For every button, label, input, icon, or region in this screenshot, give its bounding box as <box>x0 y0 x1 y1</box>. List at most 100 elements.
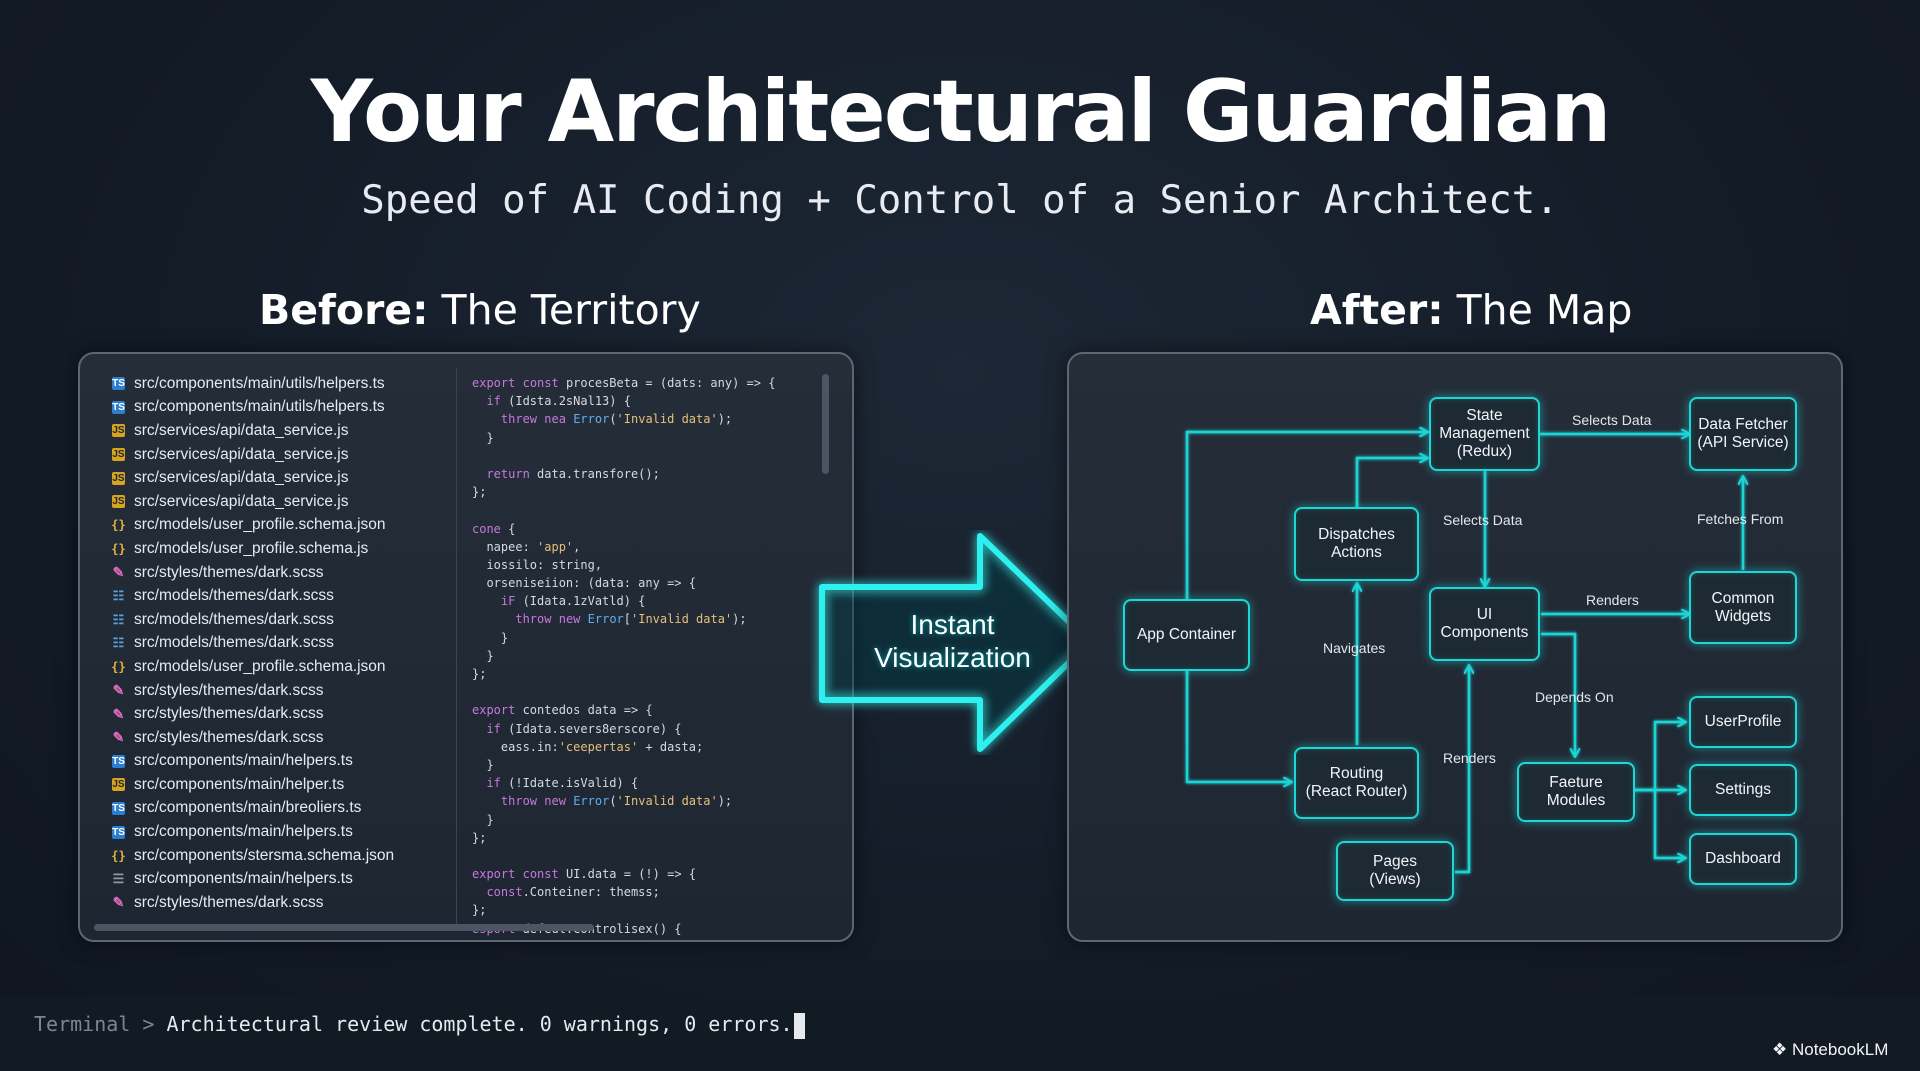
vertical-scrollbar[interactable] <box>822 374 829 474</box>
notebooklm-icon: ❖ <box>1772 1040 1792 1059</box>
file-name: src/components/main/helper.ts <box>134 775 345 793</box>
horizontal-scrollbar[interactable] <box>94 924 594 931</box>
node-data-fetcher[interactable]: Data Fetcher(API Service) <box>1689 397 1797 471</box>
file-row[interactable]: TS src/components/main/helpers.ts <box>112 750 492 774</box>
js-file-icon: JS <box>112 495 125 509</box>
node-settings[interactable]: Settings <box>1689 764 1797 816</box>
node-user-profile[interactable]: UserProfile <box>1689 696 1797 748</box>
file-name: src/components/main/utils/helpers.ts <box>134 398 385 416</box>
code-line: } <box>472 757 494 772</box>
code-line: export contedos data => { <box>472 703 653 718</box>
after-heading: After: The Map <box>1310 286 1632 334</box>
model-file-icon: ☷ <box>112 588 125 604</box>
file-row[interactable]: TS src/components/main/utils/helpers.ts <box>112 372 492 396</box>
node-text: Pages <box>1373 853 1417 870</box>
edge-app-to-state <box>1185 432 1427 600</box>
edge-app-to-routing <box>1185 668 1291 782</box>
file-row[interactable]: JS src/services/api/data_service.js <box>112 490 492 514</box>
file-row[interactable]: ✎src/styles/themes/dark.scss <box>112 679 492 703</box>
code-line: } <box>472 430 494 445</box>
brand-logo: ❖ NotebookLM <box>1772 1040 1888 1060</box>
edge-label-selects-data-mid: Selects Data <box>1443 512 1523 528</box>
file-row[interactable]: JS src/services/api/data_service.js <box>112 419 492 443</box>
node-text: UI <box>1476 606 1493 623</box>
js-file-icon: JS <box>112 471 125 485</box>
code-line: cone { <box>472 521 516 536</box>
code-line: iF (Idata.1zVatld) { <box>500 594 646 609</box>
file-row[interactable]: ✎src/styles/themes/dark.scss <box>112 891 492 915</box>
ts-file-icon: TS <box>112 754 125 768</box>
edge-label-navigates: Navigates <box>1323 640 1386 656</box>
file-name: src/components/main/breoliers.ts <box>134 799 362 817</box>
file-row[interactable]: {}src/components/stersma.schema.json <box>111 844 492 868</box>
file-row[interactable]: JS src/components/main/helper.ts <box>112 773 492 797</box>
code-line: }; <box>472 485 487 500</box>
json-file-icon: {} <box>111 659 126 674</box>
code-line: return data.transfore(); <box>486 466 660 481</box>
code-line: orseniseiion: (data: any => { <box>472 576 696 591</box>
file-row[interactable]: ☷src/models/themes/dark.scss <box>112 584 492 608</box>
file-row[interactable]: {}src/models/user_profile.schema.js <box>111 537 492 561</box>
node-app-container[interactable]: App Container <box>1123 599 1250 671</box>
file-name: src/components/main/helpers.ts <box>134 870 353 888</box>
code-line <box>472 501 772 519</box>
file-name: src/styles/themes/dark.scss <box>134 705 324 723</box>
file-row[interactable]: ☷src/models/themes/dark.scss <box>112 632 492 656</box>
code-line: } <box>472 812 494 827</box>
node-text: Management <box>1439 425 1530 442</box>
file-name: src/services/api/data_service.js <box>134 445 349 463</box>
file-row[interactable]: {} src/models/user_profile.schema.json <box>111 655 492 679</box>
code-line: throw new Error('Invalid data'); <box>500 794 733 809</box>
file-row[interactable]: ✎src/styles/themes/dark.scss <box>112 726 492 750</box>
file-row[interactable]: ☰src/components/main/helpers.ts <box>112 867 492 891</box>
edge-label-fetches-from: Fetches From <box>1697 511 1784 527</box>
file-name: src/styles/themes/dark.scss <box>134 681 324 699</box>
node-text: State <box>1466 407 1503 424</box>
node-text: (API Service) <box>1697 434 1789 451</box>
node-text: Modules <box>1546 792 1606 809</box>
node-text: (React Router) <box>1305 783 1408 800</box>
node-routing[interactable]: Routing(React Router) <box>1294 747 1419 819</box>
ts-file-icon: TS <box>112 377 125 391</box>
code-line: threw nea Error('Invalid data'); <box>500 412 733 427</box>
ts-file-icon: TS <box>112 801 125 815</box>
file-row[interactable]: ✎src/styles/themes/dark.scss <box>112 702 492 726</box>
node-dashboard[interactable]: Dashboard <box>1689 833 1797 885</box>
file-name: src/services/api/data_service.js <box>134 421 349 439</box>
file-name: src/services/api/data_service.js <box>134 492 349 510</box>
node-text: (Views) <box>1369 871 1421 888</box>
file-row[interactable]: {}src/models/user_profile.schema.json <box>111 514 492 538</box>
terminal-bar[interactable] <box>0 996 1920 1071</box>
arrow-label-line-2: Visualization <box>874 642 1031 673</box>
code-line: }; <box>472 830 487 845</box>
code-line <box>472 447 772 465</box>
code-line: } <box>472 648 494 663</box>
node-pages[interactable]: Pages(Views) <box>1336 841 1454 901</box>
file-row[interactable]: TS src/components/main/breoliers.ts <box>112 797 492 821</box>
arrow-label-line-1: Instant <box>910 609 995 640</box>
file-row[interactable]: ✎src/styles/themes/dark.scss <box>112 561 492 585</box>
js-file-icon: JS <box>112 778 125 792</box>
file-name: src/components/main/helpers.ts <box>134 752 353 770</box>
pane-divider <box>456 368 457 928</box>
js-file-icon: JS <box>112 424 125 438</box>
file-row[interactable]: ☷src/models/themes/dark.scss <box>112 608 492 632</box>
terminal-message: Architectural review complete. 0 warning… <box>166 1012 793 1036</box>
scss-file-icon: ✎ <box>112 729 125 746</box>
file-name: src/components/main/utils/helpers.ts <box>134 374 385 392</box>
node-text: Faeture <box>1549 774 1603 791</box>
edge-label-selects-data-top: Selects Data <box>1572 412 1652 428</box>
file-name: src/models/user_profile.schema.json <box>134 657 386 675</box>
edge-dispatches-to-state <box>1355 458 1427 508</box>
